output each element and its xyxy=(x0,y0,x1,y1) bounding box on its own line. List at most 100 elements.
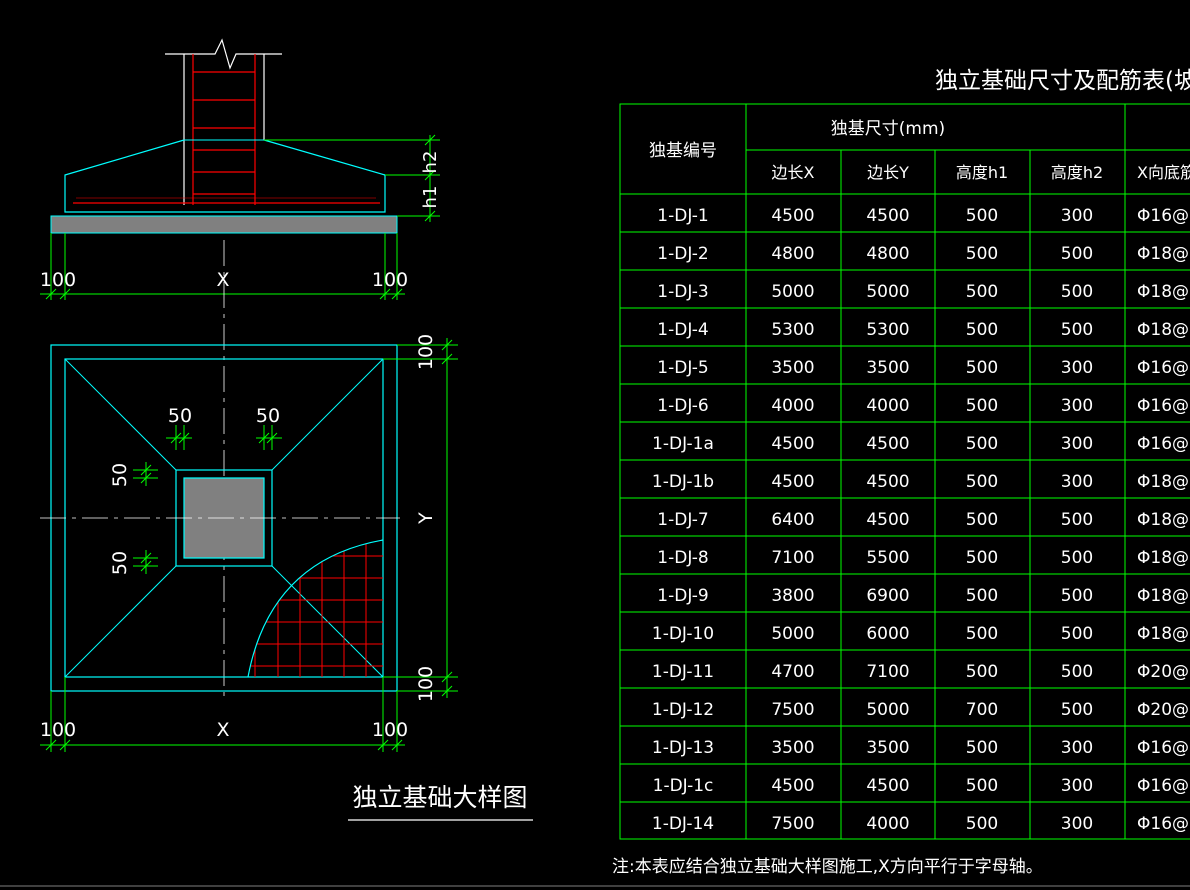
section-dim-left: 100 xyxy=(40,269,76,291)
cell-id: 1-DJ-13 xyxy=(652,738,714,758)
cell-side-y: 6900 xyxy=(866,586,909,606)
cell-side-x: 5000 xyxy=(771,282,814,302)
cell-id: 1-DJ-3 xyxy=(657,282,708,302)
cell-height-h1: 500 xyxy=(966,776,998,796)
cell-x-rebar: Φ18@15 xyxy=(1137,244,1190,264)
table-note: 注:本表应结合独立基础大样图施工,X方向平行于字母轴。 xyxy=(612,857,1043,877)
cell-height-h1: 500 xyxy=(966,206,998,226)
cell-side-y: 4500 xyxy=(866,472,909,492)
plan-dim-100-right-bottom: 100 xyxy=(415,666,437,702)
cell-height-h2: 500 xyxy=(1061,700,1093,720)
table-row-dividers xyxy=(620,231,1190,803)
header-height-h2: 高度h2 xyxy=(1051,163,1103,182)
cell-height-h2: 300 xyxy=(1061,738,1093,758)
cell-x-rebar: Φ18@15 xyxy=(1137,282,1190,302)
cell-height-h1: 500 xyxy=(966,396,998,416)
cell-x-rebar: Φ18@15 xyxy=(1137,586,1190,606)
plan-dim-50-top-right: 50 xyxy=(256,405,280,427)
plan-dim-y: Y xyxy=(415,512,437,525)
plan-dim-100-right-top: 100 xyxy=(415,334,437,370)
plan-dim-x: X xyxy=(216,719,229,741)
cell-side-y: 4000 xyxy=(866,396,909,416)
cell-id: 1-DJ-8 xyxy=(657,548,708,568)
cell-id: 1-DJ-6 xyxy=(657,396,708,416)
footing-slope-outline xyxy=(64,139,386,213)
cell-x-rebar: Φ16@15 xyxy=(1137,434,1190,454)
cell-x-rebar: Φ18@15 xyxy=(1137,472,1190,492)
cell-height-h1: 500 xyxy=(966,662,998,682)
cell-side-y: 4500 xyxy=(866,206,909,226)
cell-x-rebar: Φ16@15 xyxy=(1137,206,1190,226)
cell-x-rebar: Φ18@15 xyxy=(1137,548,1190,568)
cell-id: 1-DJ-5 xyxy=(657,358,708,378)
cell-side-x: 3800 xyxy=(771,586,814,606)
foundation-section-view: h2 h1 100 X 100 xyxy=(40,38,441,300)
cell-side-x: 6400 xyxy=(771,510,814,530)
cell-id: 1-DJ-9 xyxy=(657,586,708,606)
cell-x-rebar: Φ16@15 xyxy=(1137,814,1190,834)
plan-dim-left: 100 xyxy=(40,719,76,741)
cell-height-h2: 500 xyxy=(1061,662,1093,682)
cell-height-h1: 500 xyxy=(966,320,998,340)
column-rebar-cage xyxy=(73,54,380,205)
section-dim-x: X xyxy=(216,269,229,291)
cell-side-y: 4500 xyxy=(866,776,909,796)
cell-height-h1: 500 xyxy=(966,472,998,492)
cell-side-y: 4000 xyxy=(866,814,909,834)
cell-height-h2: 500 xyxy=(1061,282,1093,302)
plan-x-dimension xyxy=(40,677,405,752)
cell-id: 1-DJ-11 xyxy=(652,662,714,682)
header-x-rebar: X向底筋 xyxy=(1137,163,1190,182)
plan-50-dimension-ticks xyxy=(133,425,282,574)
table-body: 1-DJ-145004500500300Φ16@151-DJ-248004800… xyxy=(652,206,1190,834)
cell-height-h2: 300 xyxy=(1061,358,1093,378)
cell-height-h2: 500 xyxy=(1061,624,1093,644)
cell-id: 1-DJ-12 xyxy=(652,700,714,720)
cell-height-h1: 700 xyxy=(966,700,998,720)
cell-height-h1: 500 xyxy=(966,358,998,378)
cell-side-y: 4500 xyxy=(866,510,909,530)
cell-height-h1: 500 xyxy=(966,738,998,758)
cell-side-y: 5500 xyxy=(866,548,909,568)
cell-side-x: 4500 xyxy=(771,434,814,454)
cell-id: 1-DJ-1b xyxy=(652,472,714,492)
cell-height-h2: 300 xyxy=(1061,434,1093,454)
cell-height-h2: 500 xyxy=(1061,586,1093,606)
plan-dim-50-left-upper: 50 xyxy=(109,463,131,487)
cell-height-h2: 300 xyxy=(1061,396,1093,416)
cell-side-y: 7100 xyxy=(866,662,909,682)
cell-side-x: 4000 xyxy=(771,396,814,416)
cell-x-rebar: Φ16@15 xyxy=(1137,776,1190,796)
plan-slope-lines xyxy=(64,358,384,678)
cell-id: 1-DJ-2 xyxy=(657,244,708,264)
cell-x-rebar: Φ18@15 xyxy=(1137,320,1190,340)
mesh-break-line xyxy=(247,539,384,678)
cell-id: 1-DJ-4 xyxy=(657,320,708,340)
table-grid xyxy=(619,103,1190,840)
header-size-group: 独基尺寸(mm) xyxy=(831,119,945,139)
plan-dim-50-left-lower: 50 xyxy=(109,551,131,575)
cell-side-y: 5000 xyxy=(866,282,909,302)
cell-x-rebar: Φ16@15 xyxy=(1137,738,1190,758)
cell-height-h2: 500 xyxy=(1061,320,1093,340)
cell-x-rebar: Φ20@15 xyxy=(1137,662,1190,682)
plan-dim-right: 100 xyxy=(372,719,408,741)
cell-side-x: 7500 xyxy=(771,814,814,834)
header-side-y: 边长Y xyxy=(867,163,909,182)
cell-height-h1: 500 xyxy=(966,814,998,834)
column-outline xyxy=(165,38,282,205)
cell-side-y: 4500 xyxy=(866,434,909,454)
detail-drawing-title: 独立基础大样图 xyxy=(352,783,527,812)
cell-id: 1-DJ-7 xyxy=(657,510,708,530)
